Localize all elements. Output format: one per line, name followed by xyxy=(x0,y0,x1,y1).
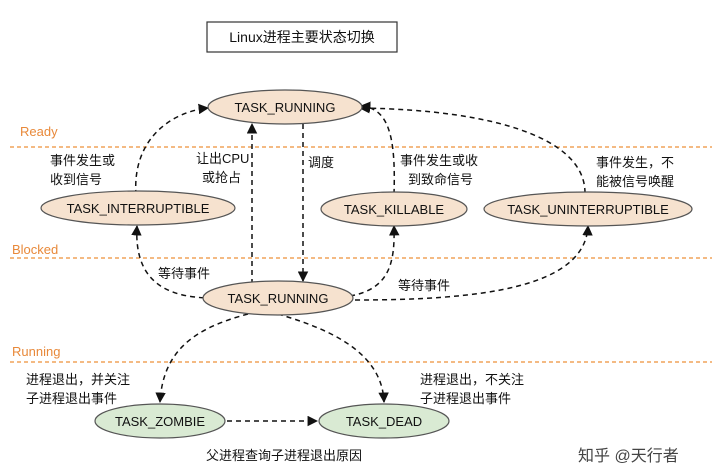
label-event-uninterruptible-1: 事件发生，不 xyxy=(596,155,674,170)
node-task-interruptible-label: TASK_INTERRUPTIBLE xyxy=(67,201,210,216)
node-task-killable-label: TASK_KILLABLE xyxy=(344,202,445,217)
label-signal-interruptible-1: 事件发生或 xyxy=(50,153,115,168)
edge-running-mid-to-dead xyxy=(277,313,389,404)
node-task-running-mid xyxy=(202,280,354,316)
label-event-uninterruptible-2: 能被信号唤醒 xyxy=(596,174,674,189)
label-signal-interruptible-2: 收到信号 xyxy=(50,172,102,187)
edge-uninterruptible-to-running xyxy=(358,102,586,194)
node-task-zombie xyxy=(94,403,226,439)
node-task-running-mid-label: TASK_RUNNING xyxy=(228,291,329,306)
node-task-dead xyxy=(318,403,450,439)
section-label-ready: Ready xyxy=(20,124,58,139)
label-exit-parent-ignores-1: 进程退出，不关注 xyxy=(420,372,524,387)
node-task-uninterruptible xyxy=(483,191,693,227)
label-schedule: 调度 xyxy=(308,155,334,170)
label-exit-parent-cares-1: 进程退出，并关注 xyxy=(26,372,130,387)
label-parent-query: 父进程查询子进程退出原因 xyxy=(206,448,362,463)
label-signal-killable-2: 到致命信号 xyxy=(408,172,473,187)
node-task-interruptible xyxy=(40,190,236,226)
label-exit-parent-cares-2: 子进程退出事件 xyxy=(26,391,117,406)
edge-running-mid-to-killable xyxy=(349,224,400,297)
edge-running-mid-to-zombie xyxy=(155,313,249,404)
label-yield-cpu-2: 或抢占 xyxy=(202,170,241,185)
node-task-killable xyxy=(320,191,468,227)
edge-running-mid-to-interruptible xyxy=(131,224,214,299)
label-wait-right: 等待事件 xyxy=(398,278,450,293)
node-task-running-top xyxy=(207,89,363,125)
title-box xyxy=(206,21,398,53)
section-label-blocked: Blocked xyxy=(12,242,58,257)
label-yield-cpu-1: 让出CPU xyxy=(196,151,249,166)
label-signal-killable-1: 事件发生或收 xyxy=(400,153,478,168)
label-wait-left: 等待事件 xyxy=(158,266,210,281)
diagram-title: Linux进程主要状态切换 xyxy=(229,29,374,45)
node-task-running-top-label: TASK_RUNNING xyxy=(235,100,336,115)
edge-running-mid-to-uninterruptible xyxy=(354,224,593,301)
section-label-running: Running xyxy=(12,344,60,359)
node-task-uninterruptible-label: TASK_UNINTERRUPTIBLE xyxy=(507,202,669,217)
edge-killable-to-running xyxy=(359,101,396,195)
watermark: 知乎 @天行者 xyxy=(578,447,679,465)
label-exit-parent-ignores-2: 子进程退出事件 xyxy=(420,391,511,406)
node-task-zombie-label: TASK_ZOMBIE xyxy=(115,414,205,429)
node-task-dead-label: TASK_DEAD xyxy=(346,414,422,429)
edge-interruptible-to-running xyxy=(135,103,210,196)
